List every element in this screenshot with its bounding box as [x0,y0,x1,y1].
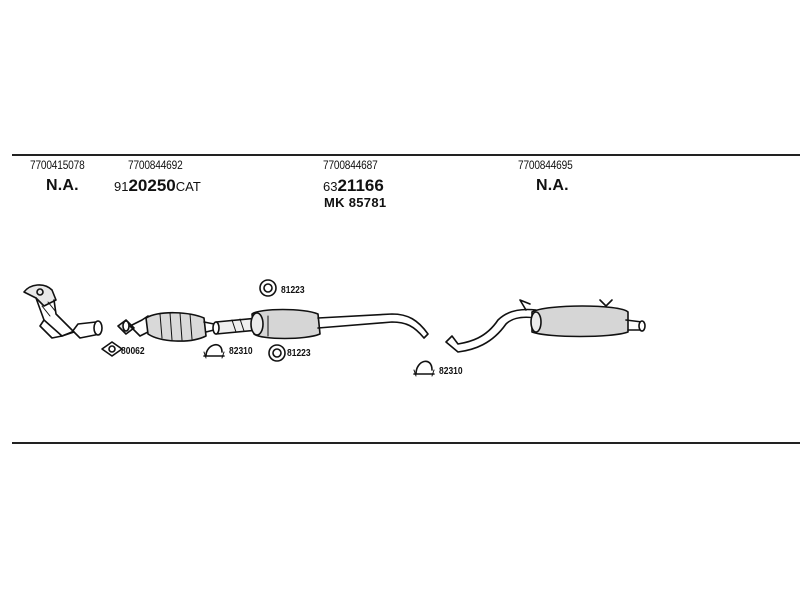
catalytic-converter-icon [117,311,215,342]
code-middle-prefix: 63 [323,179,338,194]
label-clamp-middle: 82310 [229,346,253,357]
clamp-icon [413,360,435,377]
code-rear-silencer: N.A. [536,177,569,194]
mk-code-middle-silencer: MK 85781 [324,195,387,210]
rubber-ring-icon [259,279,277,297]
code-catalyst: 9120250CAT [114,176,201,196]
oe-number-rear-silencer: 7700844695 [518,160,573,172]
code-catalyst-suffix: CAT [175,179,201,194]
clamp-icon [203,344,225,359]
code-middle-silencer: 6321166 [323,176,384,196]
code-catalyst-main: 20250 [128,176,176,195]
label-ring-bottom: 81223 [287,348,311,359]
top-divider [12,154,800,156]
rubber-ring-icon [268,344,286,362]
code-middle-main: 21166 [337,176,384,195]
middle-silencer-icon [212,308,429,340]
label-gasket: 80062 [121,346,145,357]
oe-number-catalyst: 7700844692 [128,160,183,172]
oe-number-front-pipe: 7700415078 [30,160,85,172]
label-ring-top: 81223 [281,285,305,296]
bottom-divider [12,442,800,444]
code-catalyst-prefix: 91 [114,179,129,194]
front-pipe-icon [23,284,103,339]
oe-number-middle-silencer: 7700844687 [323,160,378,172]
label-clamp-rear: 82310 [439,366,463,377]
code-front-pipe: N.A. [46,177,79,194]
rear-silencer-icon [445,299,646,353]
gasket-icon [101,341,123,357]
